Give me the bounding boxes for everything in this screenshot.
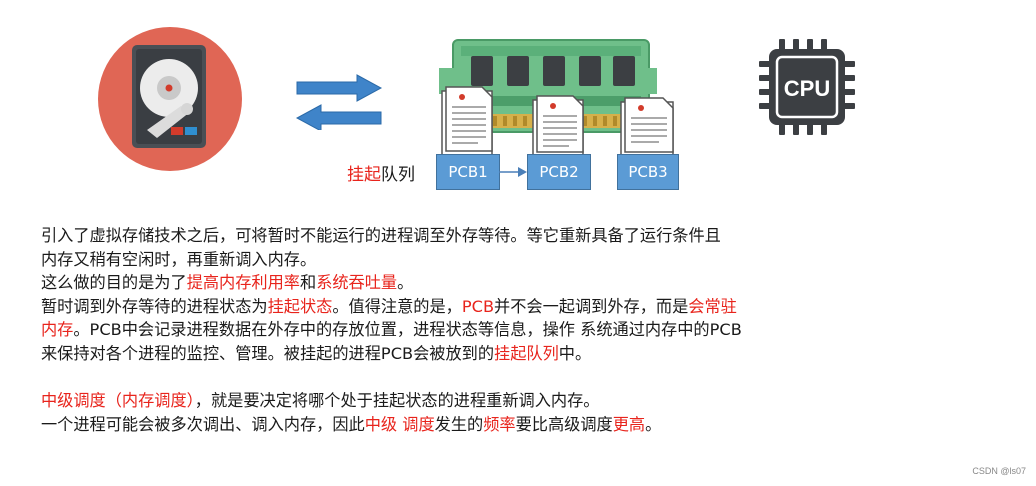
- highlight-text: 中级 调度: [364, 414, 435, 434]
- document-icon: [620, 97, 674, 157]
- text-line: 中级调度（内存调度），就是要决定将哪个处于挂起状态的进程重新调入内存。: [41, 389, 1001, 413]
- suspend-queue-label: 挂起队列: [347, 160, 415, 185]
- text-line: 这么做的目的是为了提高内存利用率和系统吞吐量。: [41, 271, 1001, 295]
- text-line: 一个进程可能会被多次调出、调入内存，因此中级 调度发生的频率要比高级调度更高。: [41, 413, 1001, 437]
- text-span: 来保持对各个进程的监控、管理。被挂起的进程PCB会被放到的: [41, 343, 495, 363]
- text-span: 和: [300, 273, 317, 293]
- highlight-text: 中级调度（内存调度）: [41, 391, 195, 411]
- text-line: 来保持对各个进程的监控、管理。被挂起的进程PCB会被放到的挂起队列中。: [41, 342, 1001, 366]
- highlight-text: 会常驻: [688, 296, 737, 316]
- watermark: CSDN @ls07: [972, 466, 1026, 476]
- highlight-text: 提高内存利用率: [186, 273, 300, 293]
- text-span: ，就是要决定将哪个处于挂起状态的进程重新调入内存。: [194, 391, 600, 411]
- text-span: 。: [645, 414, 662, 434]
- pcb-link-arrow: [499, 167, 527, 177]
- text-line: 内存。PCB中会记录进程数据在外存中的存放位置，进程状态等信息，操作 系统通过内…: [41, 318, 1001, 342]
- pcb2-box: PCB2: [527, 154, 591, 190]
- highlight-text: 挂起队列: [494, 343, 559, 363]
- text-span: 并不会一起调到外存，而是: [494, 296, 689, 316]
- text-span: 这么做的目的是为了: [41, 273, 187, 293]
- text-span: 。值得注意的是，: [332, 296, 462, 316]
- text-span: 。PCB中会记录进程数据在外存中的存放位置，进程状态等信息，操作 系统通过内存中…: [73, 320, 742, 340]
- pcb3-box: PCB3: [617, 154, 679, 190]
- highlight-text: 系统吞吐量: [316, 273, 398, 293]
- highlight-text: PCB: [461, 296, 495, 316]
- highlight-text: 内存: [41, 320, 74, 340]
- text-span: 一个进程可能会被多次调出、调入内存，因此: [41, 414, 365, 434]
- document-icon: [441, 86, 493, 156]
- explanation-text: 引入了虚拟存储技术之后，可将暂时不能运行的进程调至外存等待。等它重新具备了运行条…: [41, 224, 1001, 436]
- highlight-text: 更高: [612, 414, 646, 434]
- text-span: 。: [397, 273, 414, 293]
- pcb1-box: PCB1: [436, 154, 500, 190]
- text-span: 中。: [558, 343, 592, 363]
- highlight-text: 频率: [483, 414, 516, 434]
- queue-label-text: 队列: [381, 165, 415, 185]
- suspend-label-highlight: 挂起: [347, 165, 381, 185]
- swap-arrows-icon: [295, 74, 383, 130]
- cpu-chip-icon: CPU: [759, 39, 855, 135]
- text-span: 要比高级调度: [515, 414, 613, 434]
- text-line: 引入了虚拟存储技术之后，可将暂时不能运行的进程调至外存等待。等它重新具备了运行条…: [41, 226, 721, 245]
- text-line: 暂时调到外存等待的进程状态为挂起状态。值得注意的是，PCB并不会一起调到外存，而…: [41, 295, 1001, 319]
- document-icon: [532, 95, 584, 157]
- cpu-label: CPU: [784, 76, 830, 101]
- text-span: 发生的: [434, 414, 484, 434]
- hard-disk-icon: [98, 27, 242, 171]
- highlight-text: 挂起状态: [267, 296, 333, 316]
- text-line: 内存又稍有空闲时，再重新调入内存。: [41, 249, 317, 269]
- text-span: 暂时调到外存等待的进程状态为: [41, 296, 268, 316]
